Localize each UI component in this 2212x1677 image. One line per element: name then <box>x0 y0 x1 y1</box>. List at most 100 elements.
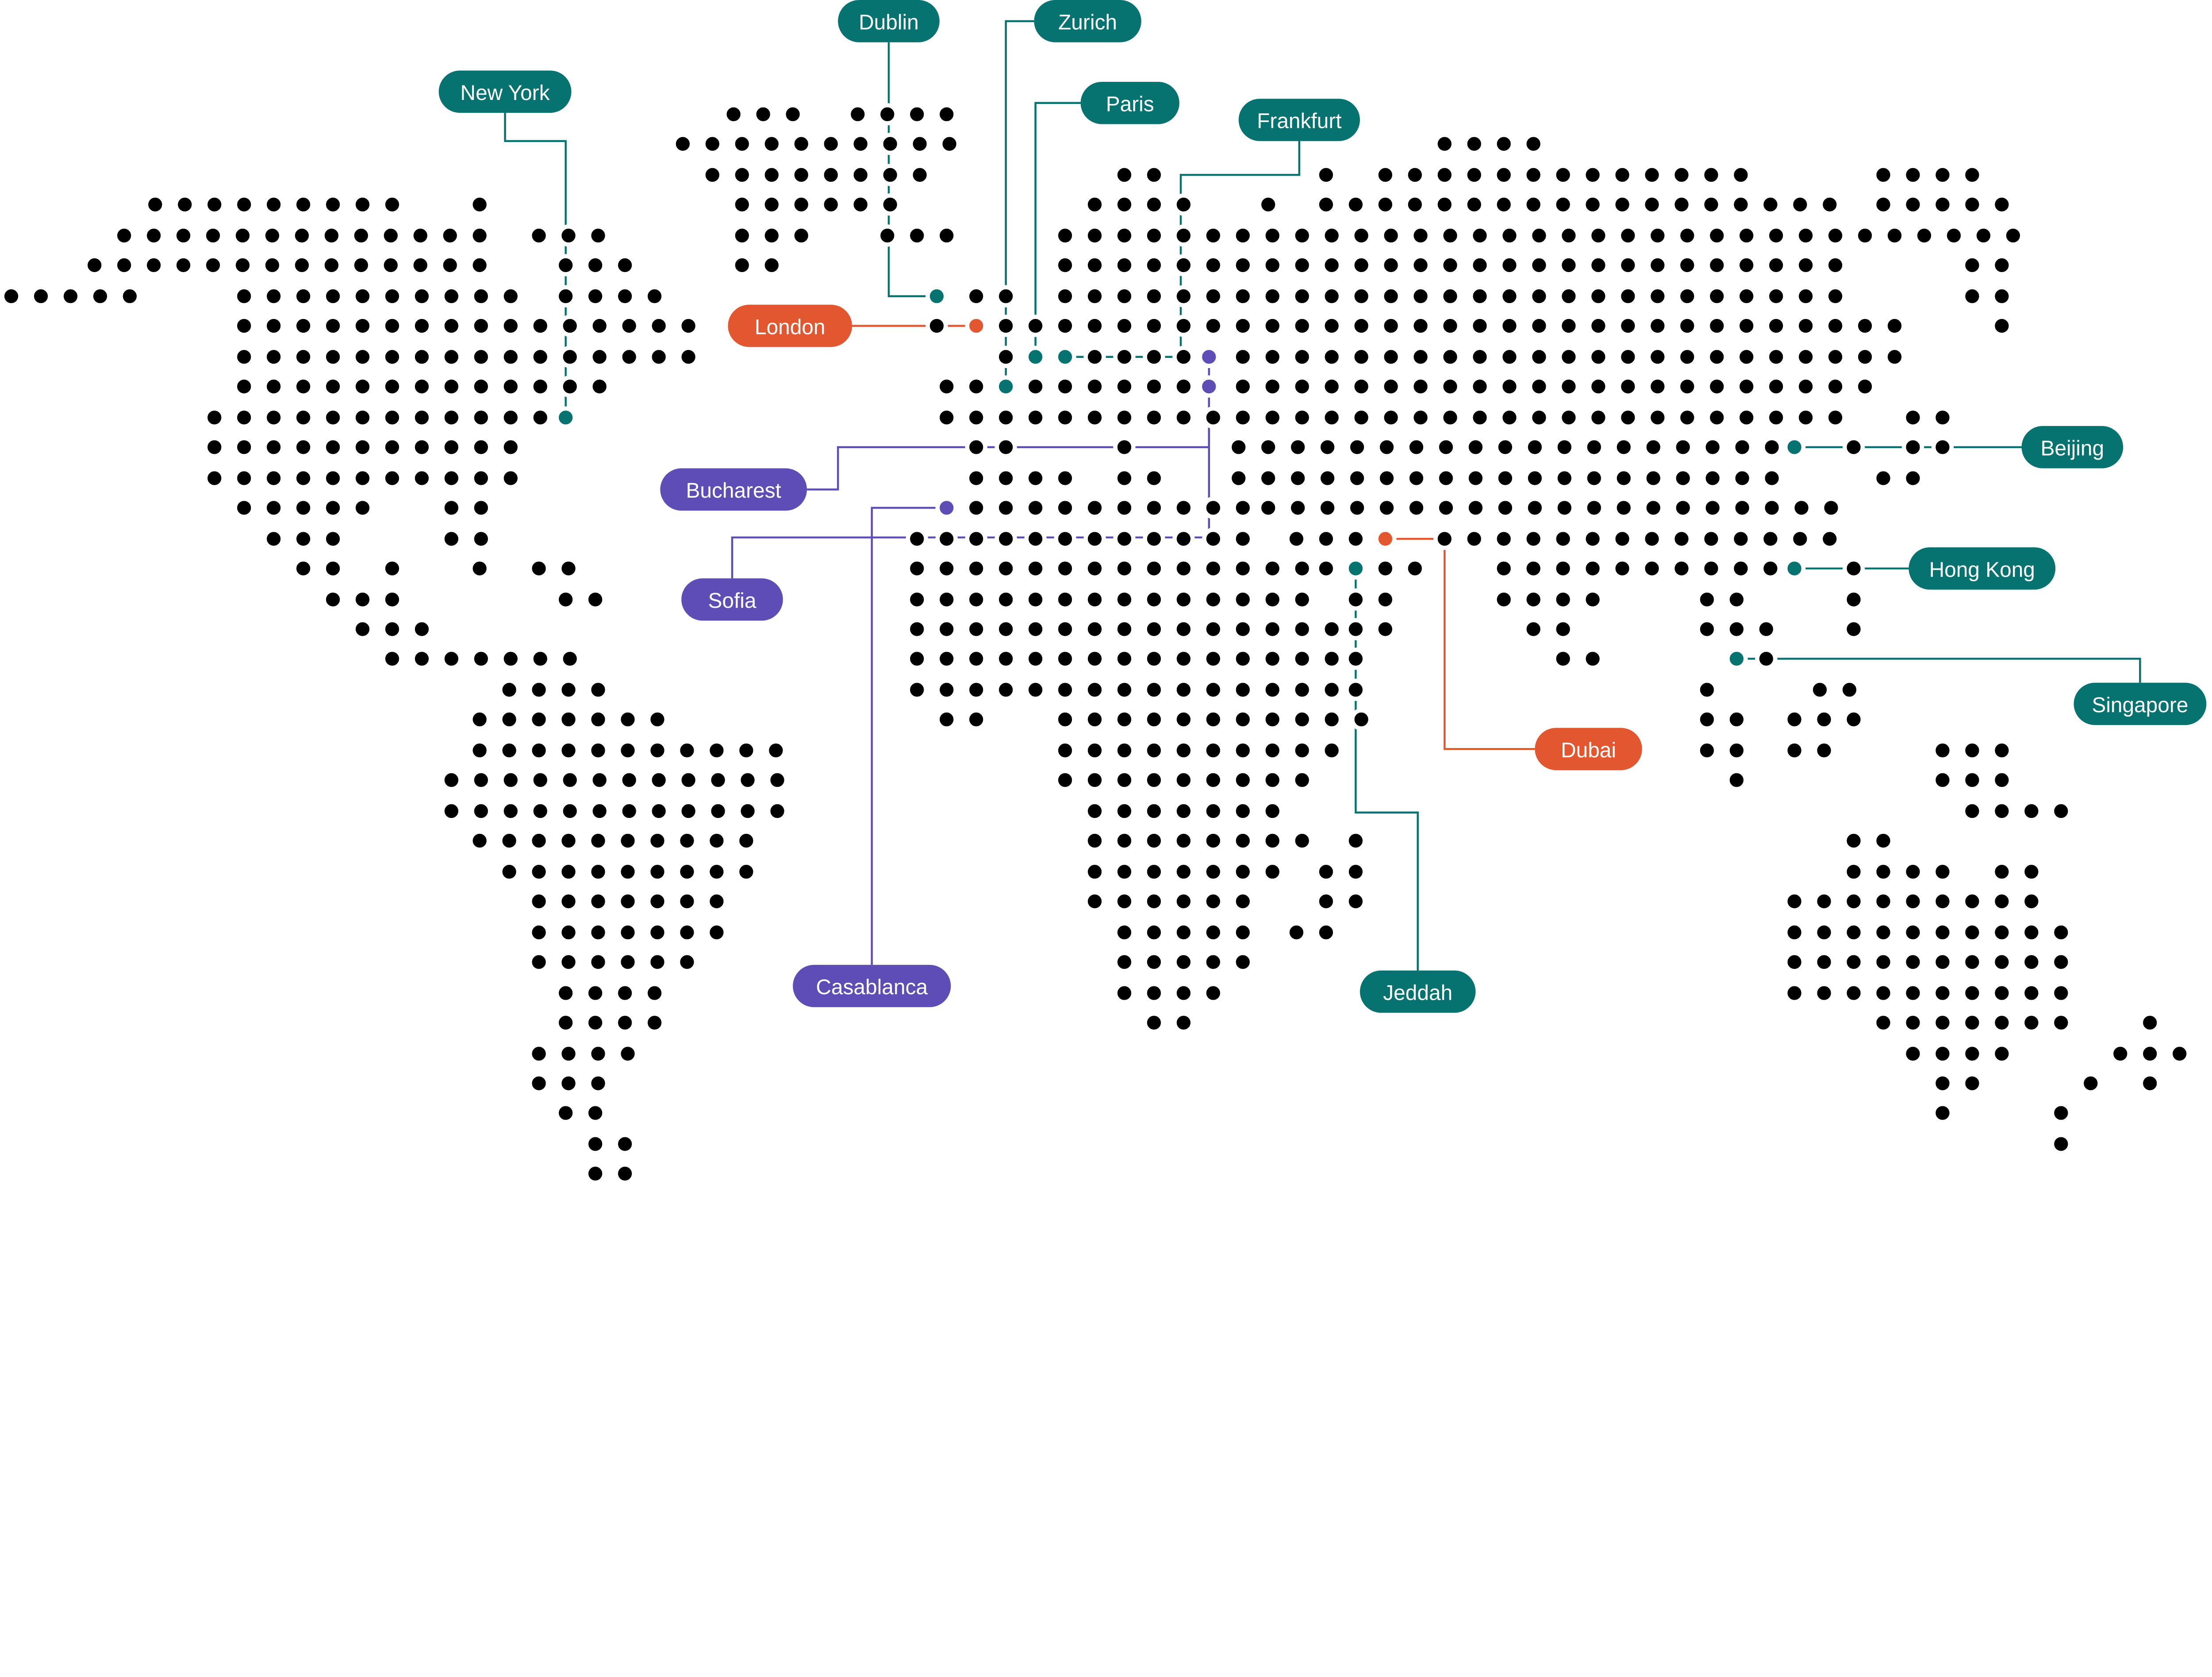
map-dot <box>676 890 699 913</box>
map-dot <box>1794 345 1817 368</box>
map-dot <box>1232 285 1254 307</box>
map-dot <box>262 496 285 519</box>
singapore-label[interactable]: Singapore <box>2074 683 2207 725</box>
map-dot <box>1587 224 1610 247</box>
map-dot <box>1818 527 1841 550</box>
map-dot <box>1172 1011 1195 1034</box>
map-dot <box>1824 375 1847 398</box>
bucharest-label[interactable]: Bucharest <box>660 468 807 511</box>
sofia-label[interactable]: Sofia <box>681 578 783 621</box>
beijing-location-marker[interactable] <box>1783 436 1806 459</box>
map-dot <box>1557 285 1580 307</box>
map-dot <box>1143 860 1165 883</box>
map-dot <box>1232 557 1254 580</box>
map-dot <box>1172 982 1195 1005</box>
sofia-label-pill[interactable] <box>681 578 783 621</box>
map-dot <box>1493 527 1515 550</box>
map-dot <box>1202 829 1225 852</box>
map-dot <box>1350 315 1373 337</box>
map-dot <box>351 193 374 216</box>
casablanca-location-marker[interactable] <box>935 496 958 519</box>
sofia-location-marker[interactable] <box>1198 375 1220 398</box>
map-dot <box>527 951 550 973</box>
map-dot <box>701 164 724 186</box>
zurich-label[interactable]: Zurich <box>1034 0 1141 42</box>
frankfurt-location-marker[interactable] <box>1054 345 1076 368</box>
hong-kong-label-pill[interactable] <box>1909 547 2056 590</box>
map-dot <box>1286 467 1309 490</box>
map-dot <box>1379 224 1402 247</box>
bucharest-label-pill[interactable] <box>660 468 807 511</box>
frankfurt-label-pill[interactable] <box>1238 99 1360 141</box>
map-dot <box>1990 890 2013 913</box>
casablanca-label-pill[interactable] <box>793 965 951 1007</box>
map-dot <box>1439 375 1462 398</box>
map-dot <box>1291 557 1313 580</box>
map-dot <box>588 375 611 398</box>
map-dot <box>1493 557 1515 580</box>
hong-kong-location-marker[interactable] <box>1783 557 1806 580</box>
map-dot <box>468 708 491 731</box>
map-dot <box>113 224 135 247</box>
map-dot <box>262 406 285 429</box>
singapore-location-marker[interactable] <box>1725 647 1748 670</box>
map-dot <box>233 406 255 429</box>
map-dot <box>1113 345 1136 368</box>
map-dot <box>1054 496 1076 519</box>
beijing-label[interactable]: Beijing <box>2021 426 2124 468</box>
map-dot <box>1172 618 1195 641</box>
map-dot <box>527 890 550 913</box>
map-dot <box>1083 193 1106 216</box>
map-dot <box>1350 406 1373 429</box>
hong-kong-label[interactable]: Hong Kong <box>1909 547 2056 590</box>
map-dot <box>470 285 492 307</box>
frankfurt-label[interactable]: Frankfurt <box>1238 99 1360 141</box>
new-york-label-pill[interactable] <box>438 70 572 113</box>
map-dot <box>381 436 403 459</box>
new-york-location-marker[interactable] <box>554 406 577 429</box>
dubai-location-marker[interactable] <box>1374 527 1397 550</box>
map-dot <box>1113 647 1136 670</box>
map-dot <box>1468 315 1491 337</box>
beijing-label-text: Beijing <box>2041 437 2104 461</box>
map-dot <box>1261 406 1284 429</box>
london-location-marker[interactable] <box>965 315 987 337</box>
casablanca-label[interactable]: Casablanca <box>793 965 951 1007</box>
map-dot <box>203 406 226 429</box>
map-dot <box>1700 164 1723 186</box>
map-dot <box>559 647 581 670</box>
dublin-label-pill[interactable] <box>838 0 940 42</box>
jeddah-location-marker[interactable] <box>1344 557 1367 580</box>
dubai-label-pill[interactable] <box>1535 728 1642 771</box>
jeddah-label[interactable]: Jeddah <box>1359 970 1476 1013</box>
map-dot <box>935 557 958 580</box>
map-dot <box>322 193 344 216</box>
map-dot <box>1783 708 1806 731</box>
jeddah-label-pill[interactable] <box>1359 970 1476 1013</box>
paris-label[interactable]: Paris <box>1080 81 1179 124</box>
london-label-pill[interactable] <box>728 304 853 347</box>
map-dot <box>1731 436 1754 459</box>
dublin-label[interactable]: Dublin <box>838 0 940 42</box>
paris-label-pill[interactable] <box>1080 81 1179 124</box>
map-dot <box>1054 406 1076 429</box>
map-dot <box>440 496 463 519</box>
map-dot <box>1261 224 1284 247</box>
map-dot <box>647 769 670 791</box>
dubai-label[interactable]: Dubai <box>1535 728 1642 771</box>
new-york-label[interactable]: New York <box>438 70 572 113</box>
paris-location-marker[interactable] <box>1024 345 1047 368</box>
zurich-label-pill[interactable] <box>1034 0 1141 42</box>
london-label[interactable]: London <box>728 304 853 347</box>
zurich-location-marker[interactable] <box>995 375 1017 398</box>
map-dot <box>1901 164 1924 186</box>
map-dot <box>1202 860 1225 883</box>
map-dot <box>1961 951 1984 973</box>
map-dot <box>1261 647 1284 670</box>
beijing-label-pill[interactable] <box>2021 426 2124 468</box>
map-dot <box>1439 315 1462 337</box>
singapore-label-pill[interactable] <box>2074 683 2207 725</box>
map-dot <box>1291 224 1313 247</box>
bucharest-location-marker[interactable] <box>1198 345 1220 368</box>
dublin-location-marker[interactable] <box>926 285 948 307</box>
